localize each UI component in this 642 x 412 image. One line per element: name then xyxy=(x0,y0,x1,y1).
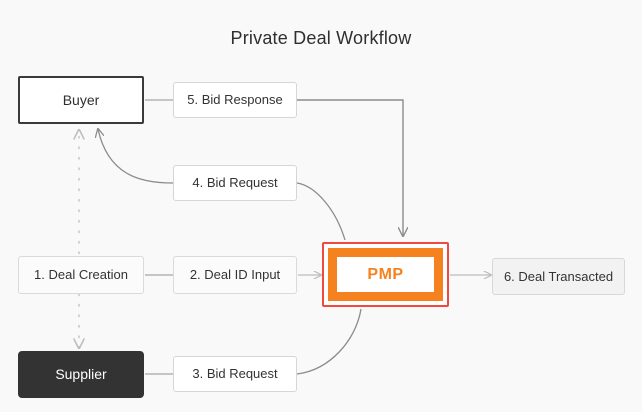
edge-bid-request-4-to-buyer xyxy=(98,129,174,184)
node-bid-request-3-label: 3. Bid Request xyxy=(192,366,278,382)
node-bid-request-4[interactable]: 4. Bid Request xyxy=(173,165,297,201)
node-bid-response-5[interactable]: 5. Bid Response xyxy=(173,82,297,118)
node-deal-transacted[interactable]: 6. Deal Transacted xyxy=(492,258,625,295)
edge-bid-request-3-to-pmp xyxy=(296,308,362,375)
node-pmp-label: PMP xyxy=(367,265,404,283)
node-buyer-label: Buyer xyxy=(62,91,100,108)
edge-bid-response-to-pmp xyxy=(297,99,403,236)
node-bid-request-3[interactable]: 3. Bid Request xyxy=(173,356,297,392)
node-deal-id-input-label: 2. Deal ID Input xyxy=(189,267,281,283)
node-buyer[interactable]: Buyer xyxy=(18,76,144,124)
node-bid-request-4-label: 4. Bid Request xyxy=(192,175,278,191)
node-supplier[interactable]: Supplier xyxy=(18,351,144,398)
node-pmp[interactable]: PMP xyxy=(322,242,449,307)
node-bid-response-5-label: 5. Bid Response xyxy=(187,92,283,108)
node-deal-id-input[interactable]: 2. Deal ID Input xyxy=(173,256,297,294)
node-deal-transacted-label: 6. Deal Transacted xyxy=(503,268,614,284)
edge-pmp-to-bid-request-4 xyxy=(296,182,346,241)
node-deal-creation[interactable]: 1. Deal Creation xyxy=(18,256,144,294)
pmp-inner-frame: PMP xyxy=(328,248,443,301)
node-deal-creation-label: 1. Deal Creation xyxy=(34,267,128,283)
node-supplier-label: Supplier xyxy=(55,366,107,383)
page-title: Private Deal Workflow xyxy=(230,28,412,48)
